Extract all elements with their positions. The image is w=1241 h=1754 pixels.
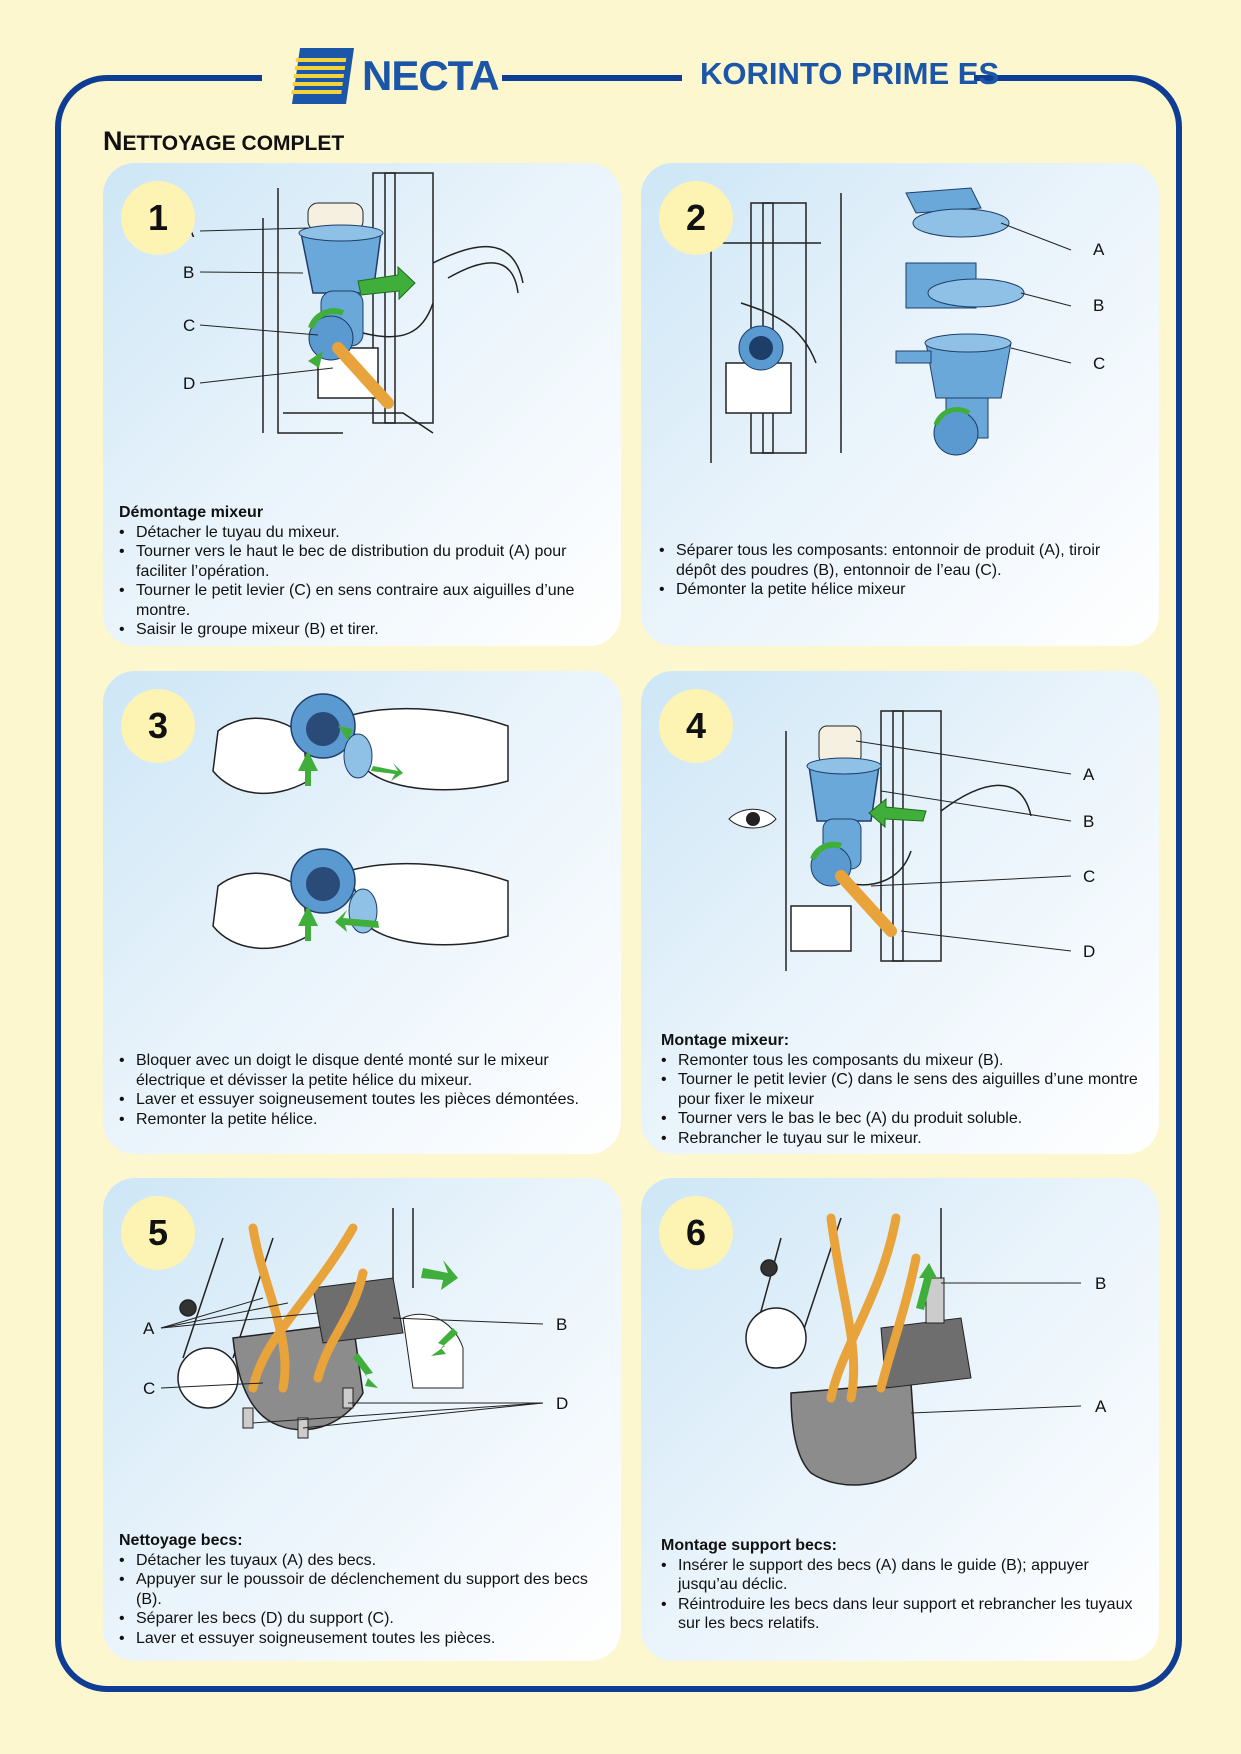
label-d: D [183,374,195,393]
step-list: Remonter tous les composants du mixeur (… [661,1051,1141,1149]
step-panel-5: A B C D 5 Nettoyage becs: Détacher les t… [103,1178,621,1661]
section-title-initial: N [103,126,123,156]
section-title: NETTOYAGE COMPLET [103,126,344,157]
step-number: 2 [659,181,733,255]
label-d: D [1083,942,1095,961]
step-heading: Démontage mixeur [119,504,264,521]
step-panel-2: A B C 2 Séparer tous les composants: ent… [641,163,1159,646]
list-item: Démonter la petite hélice mixeur [659,580,1141,600]
list-item: Tourner le petit levier (C) en sens cont… [119,581,603,620]
step-text: Démontage mixeur Détacher le tuyau du mi… [119,503,603,640]
step-text: Nettoyage becs: Détacher les tuyaux (A) … [119,1531,603,1648]
label-c: C [1083,867,1095,886]
step-text: Séparer tous les composants: entonnoir d… [659,541,1141,600]
list-item: Bloquer avec un doigt le disque denté mo… [119,1051,603,1090]
label-a: A [1095,1397,1107,1416]
brand-logo: NECTA [290,44,500,108]
label-a: A [1093,240,1105,259]
step-list: Détacher le tuyau du mixeur. Tourner ver… [119,523,603,640]
step-number: 1 [121,181,195,255]
step-number: 5 [121,1196,195,1270]
step-text: Montage mixeur: Remonter tous les compos… [661,1031,1141,1148]
model-title: KORINTO PRIME ES [700,56,1000,91]
step-number: 6 [659,1196,733,1270]
step-number: 3 [121,689,195,763]
mixer-components-illustration: A B C [681,187,1105,463]
page-frame [55,75,1182,1692]
step-list: Insérer le support des becs (A) dans le … [661,1556,1141,1634]
list-item: Laver et essuyer soigneusement toutes le… [119,1629,603,1649]
list-item: Tourner vers le bas le bec (A) du produi… [661,1109,1141,1129]
label-b: B [1093,296,1104,315]
list-item: Insérer le support des becs (A) dans le … [661,1556,1141,1595]
label-c: C [1093,354,1105,373]
step-list: Séparer tous les composants: entonnoir d… [659,541,1141,600]
nozzle-mounting-illustration: B A [745,1208,1107,1486]
list-item: Tourner le petit levier (C) dans le sens… [661,1070,1141,1109]
step-heading: Montage mixeur: [661,1032,790,1049]
step-number: 4 [659,689,733,763]
list-item: Remonter la petite hélice. [119,1110,603,1130]
label-a: A [1083,765,1095,784]
step-panel-1: A B C D 1 Démontage mixeur Détacher le t… [103,163,621,646]
nozzle-cleaning-illustration: A B C D [143,1208,568,1439]
step-heading: Nettoyage becs: [119,1532,243,1549]
label-c: C [183,316,195,335]
list-item: Laver et essuyer soigneusement toutes le… [119,1090,603,1110]
label-c: C [143,1379,155,1398]
step-list: Détacher les tuyaux (A) des becs. Appuye… [119,1551,603,1649]
list-item: Détacher les tuyaux (A) des becs. [119,1551,603,1571]
label-b: B [556,1315,567,1334]
section-title-rest: ETTOYAGE COMPLET [122,132,345,155]
label-d: D [556,1394,568,1413]
list-item: Remonter tous les composants du mixeur (… [661,1051,1141,1071]
step-text: Bloquer avec un doigt le disque denté mo… [119,1051,603,1129]
label-b: B [1083,812,1094,831]
list-item: Appuyer sur le poussoir de déclenchement… [119,1570,603,1609]
propeller-removal-illustration [212,693,509,949]
list-item: Séparer tous les composants: entonnoir d… [659,541,1141,580]
step-text: Montage support becs: Insérer le support… [661,1536,1141,1634]
list-item: Séparer les becs (D) du support (C). [119,1609,603,1629]
list-item: Détacher le tuyau du mixeur. [119,523,603,543]
step-panel-4: A B C D 4 Montage mixeur: Remonter tous … [641,671,1159,1154]
mixer-removal-illustration: A B C D [183,172,524,434]
list-item: Réintroduire les becs dans leur support … [661,1595,1141,1634]
brand-name: NECTA [362,52,500,99]
mixer-mounting-illustration: A B C D [728,710,1095,971]
label-b: B [183,263,194,282]
list-item: Tourner vers le haut le bec de distribut… [119,542,603,581]
step-list: Bloquer avec un doigt le disque denté mo… [119,1051,603,1129]
label-b: B [1095,1274,1106,1293]
step-panel-6: B A 6 Montage support becs: Insérer le s… [641,1178,1159,1661]
list-item: Saisir le groupe mixeur (B) et tirer. [119,620,603,640]
list-item: Rebrancher le tuyau sur le mixeur. [661,1129,1141,1149]
label-a: A [143,1319,155,1338]
step-heading: Montage support becs: [661,1537,838,1554]
necta-logo-icon [291,48,354,104]
frame-gap-model [682,70,974,84]
step-panel-3: 3 Bloquer avec un doigt le disque denté … [103,671,621,1154]
